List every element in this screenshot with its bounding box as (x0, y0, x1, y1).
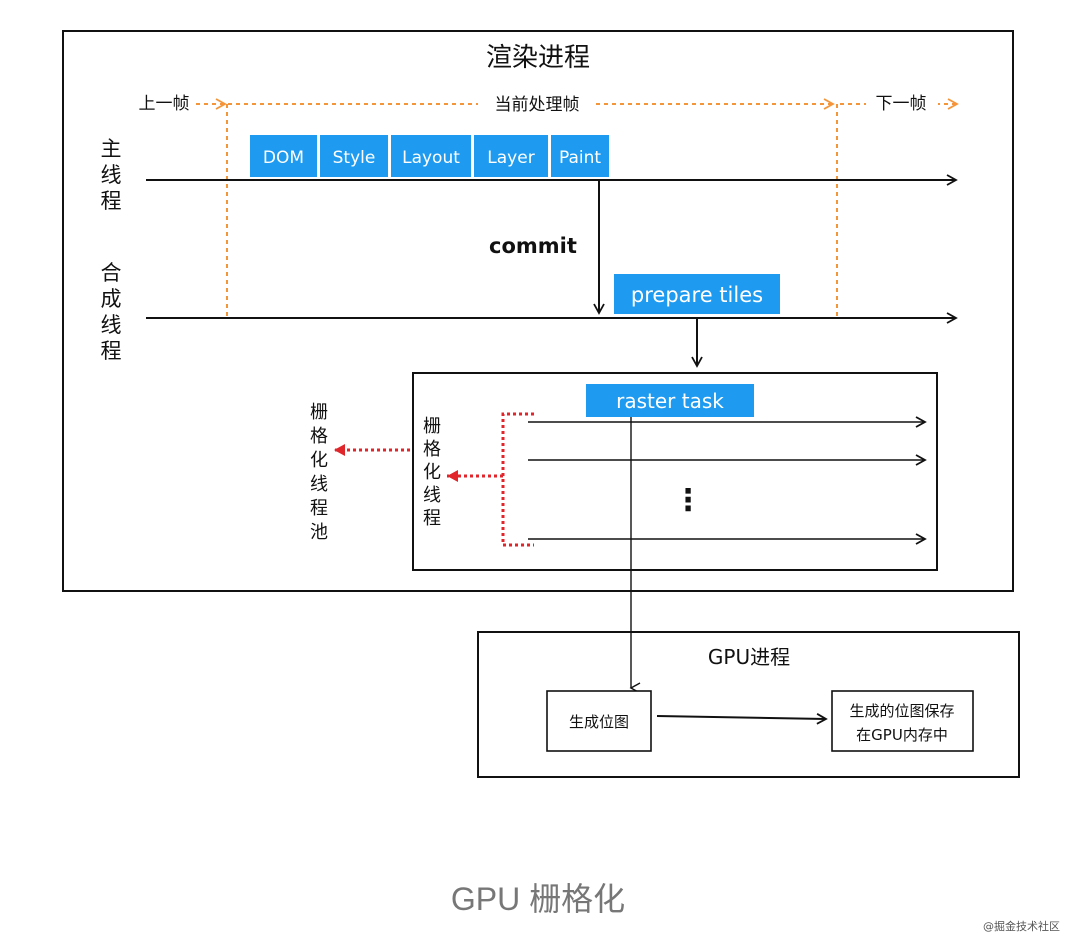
raster-thread-label: 栅 格 化 线 程 (423, 416, 441, 529)
compositor-thread-char-2: 成 (101, 287, 122, 311)
generate-bitmap-label: 生成位图 (569, 713, 629, 731)
raster-thread-box (412, 372, 938, 571)
raster-pool-label: 栅 格 化 线 程 池 (310, 402, 328, 543)
gpu-memory-label-line1: 生成的位图保存 (849, 702, 954, 720)
stage-label-dom: DOM (263, 148, 304, 168)
raster-pool-char-5: 程 (310, 498, 328, 519)
render-process-title: 渲染进程 (486, 43, 590, 73)
main-thread-char-3: 程 (101, 189, 122, 213)
stage-block-dom (250, 135, 317, 177)
bitmap-to-memory-arrow (656, 713, 828, 725)
raster-thread-char-5: 程 (423, 508, 441, 529)
generate-bitmap-box (546, 690, 652, 752)
next-frame-label: 下一帧 (876, 94, 927, 114)
compositor-thread-label: 合 成 线 程 (101, 261, 122, 363)
stage-label-layer: Layer (487, 148, 534, 168)
main-thread-label: 主 线 程 (101, 137, 122, 213)
stage-block-layout (391, 135, 471, 177)
compositor-thread-char-4: 程 (101, 339, 122, 363)
raster-pool-char-6: 池 (310, 522, 328, 543)
raster-pool-char-2: 格 (310, 426, 328, 447)
stage-block-layer (474, 135, 548, 177)
gpu-process-title: GPU进程 (708, 645, 790, 669)
commit-label: commit (489, 234, 577, 258)
main-thread-stages: DOM Style Layout Layer Paint (250, 135, 609, 177)
raster-thread-bracket (501, 412, 534, 547)
gpu-memory-label-line2: 在GPU内存中 (856, 726, 948, 744)
raster-thread-char-3: 化 (423, 462, 441, 483)
raster-thread-char-2: 格 (423, 439, 441, 460)
prepare-tiles-label: prepare tiles (631, 283, 763, 307)
raster-thread-char-1: 栅 (423, 416, 441, 437)
raster-pool-char-3: 化 (310, 450, 328, 471)
prev-frame-label: 上一帧 (139, 94, 190, 114)
raster-task-block (586, 384, 754, 417)
raster-pool-char-1: 栅 (310, 402, 328, 423)
watermark: @掘金技术社区 (983, 919, 1060, 933)
raster-thread-char-4: 线 (423, 485, 441, 506)
current-frame-label: 当前处理帧 (495, 95, 580, 115)
raster-pool-char-4: 线 (310, 474, 328, 495)
raster-thread-ellipsis: ⋮ (673, 483, 703, 518)
stage-label-style: Style (333, 148, 376, 168)
gpu-process-box (477, 631, 1020, 778)
main-thread-char-2: 线 (101, 163, 122, 187)
stage-block-paint (551, 135, 609, 177)
gpu-memory-box (831, 690, 974, 752)
render-process-box (62, 30, 1014, 592)
raster-task-label: raster task (616, 389, 724, 413)
main-thread-char-1: 主 (101, 137, 122, 161)
compositor-thread-char-3: 线 (101, 313, 122, 337)
compositor-thread-char-1: 合 (101, 261, 122, 285)
prepare-tiles-block (614, 274, 780, 314)
stage-label-layout: Layout (402, 148, 460, 168)
figure-caption: GPU 栅格化 (451, 881, 625, 917)
stage-block-style (320, 135, 388, 177)
stage-label-paint: Paint (559, 148, 601, 168)
